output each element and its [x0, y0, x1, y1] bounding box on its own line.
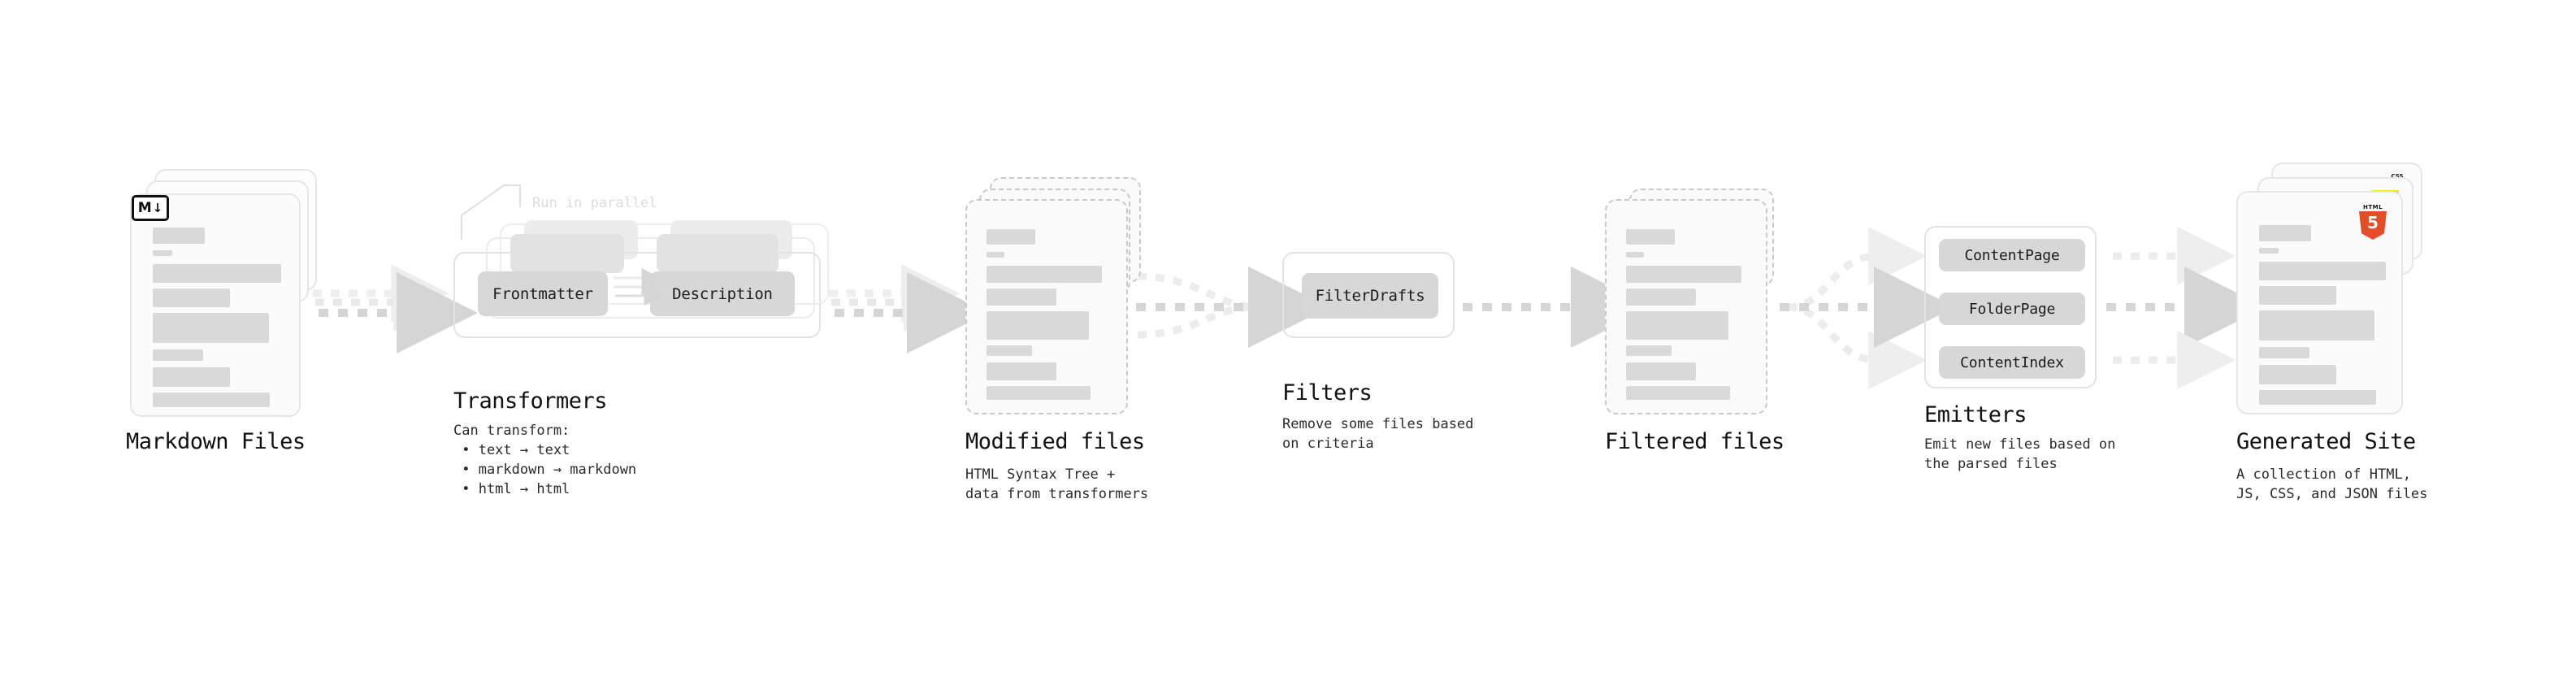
filter-pill-filterdrafts[interactable]: FilterDrafts	[1302, 273, 1438, 319]
html5-icon-label: HTML	[2362, 204, 2383, 210]
generated-site-subtitle: A collection of HTML, JS, CSS, and JSON …	[2236, 466, 2428, 502]
doc-bar-line-3	[2259, 310, 2374, 340]
doc-bar-line-3	[1626, 311, 1728, 340]
doc-bar-line-6	[2259, 390, 2376, 405]
site-card-front: HTML	[2236, 191, 2403, 414]
transformer-container-front: Frontmatter Description	[453, 252, 821, 338]
doc-bar-line-5	[987, 362, 1056, 380]
doc-bar-sub	[1626, 252, 1644, 258]
doc-bar-sub	[2259, 248, 2279, 254]
arrow-modified-to-filters	[1136, 267, 1329, 348]
doc-bar-title	[987, 229, 1035, 245]
filtered-card-front	[1605, 199, 1767, 414]
doc-bar-title	[1626, 229, 1675, 245]
doc-bar-line-2	[2259, 286, 2336, 305]
transformers-subtitle: Can transform: • text → text • markdown …	[453, 423, 637, 497]
transformer-container-mid	[486, 234, 815, 319]
doc-bar-line-2	[987, 288, 1056, 306]
emitter-pill-contentindex[interactable]: ContentIndex	[1939, 346, 2085, 379]
doc-bar-line-1	[1626, 266, 1741, 283]
arrow-emitters-to-site	[2106, 227, 2266, 389]
doc-bar-line-5	[1626, 362, 1696, 380]
transformer-pill-frontmatter[interactable]: Frontmatter	[478, 271, 608, 316]
doc-bar-line-6	[1626, 386, 1730, 400]
markdown-badge-arrow: ↓	[152, 200, 163, 215]
arrow-markdown-to-transformers	[313, 264, 478, 354]
modified-files-subtitle: HTML Syntax Tree + data from transformer…	[965, 466, 1149, 502]
doc-bar-line-4	[987, 345, 1032, 356]
doc-bar-sub	[153, 250, 172, 256]
doc-bar-line-2	[153, 288, 230, 307]
modified-files-title: Modified files	[965, 429, 1145, 454]
transformer-pill-description-mid	[657, 234, 778, 273]
doc-bar-line-6	[153, 393, 270, 407]
doc-bar-title	[2259, 225, 2311, 241]
emitters-subtitle: Emit new files based on the parsed files	[1924, 436, 2116, 472]
filters-subtitle: Remove some files based on criteria	[1282, 416, 1474, 452]
markdown-card-front: M ↓	[130, 193, 301, 417]
doc-bar-line-3	[987, 311, 1089, 340]
doc-bar-title	[153, 228, 205, 244]
doc-bar-line-5	[2259, 365, 2336, 384]
emitters-container: ContentPage FolderPage ContentIndex	[1924, 226, 2097, 388]
transformers-title: Transformers	[453, 388, 608, 414]
doc-bar-line-2	[1626, 288, 1696, 306]
doc-bar-line-1	[153, 264, 281, 283]
transformer-pill-frontmatter-mid	[510, 234, 624, 273]
modified-card-front	[965, 199, 1128, 414]
filters-container: FilterDrafts	[1282, 252, 1455, 338]
doc-bar-line-3	[153, 313, 269, 343]
markdown-badge-letter: M	[137, 199, 152, 216]
run-in-parallel-label: Run in parallel	[532, 195, 657, 211]
markdown-badge: M ↓	[132, 195, 169, 221]
html5-icon: HTML	[2357, 204, 2388, 240]
html5-icon-shield	[2359, 211, 2387, 240]
generated-site-title: Generated Site	[2236, 429, 2416, 454]
filters-title: Filters	[1282, 380, 1373, 406]
filtered-files-title: Filtered files	[1605, 429, 1785, 454]
emitters-title: Emitters	[1924, 402, 2027, 427]
doc-bar-line-5	[153, 367, 230, 387]
doc-bar-line-4	[2259, 347, 2309, 358]
doc-bar-line-6	[987, 386, 1091, 400]
arrow-transformers-to-modified	[829, 264, 988, 354]
doc-bar-line-1	[2259, 262, 2386, 280]
doc-bar-line-1	[987, 266, 1102, 283]
doc-bar-sub	[987, 252, 1004, 258]
doc-bar-line-4	[1626, 345, 1672, 356]
arrow-filtered-to-emitters	[1780, 227, 1955, 389]
markdown-files-title: Markdown Files	[126, 429, 306, 454]
emitter-pill-contentpage[interactable]: ContentPage	[1939, 239, 2085, 271]
emitter-pill-folderpage[interactable]: FolderPage	[1939, 293, 2085, 325]
transformer-pill-description[interactable]: Description	[650, 271, 795, 316]
doc-bar-line-4	[153, 349, 203, 361]
